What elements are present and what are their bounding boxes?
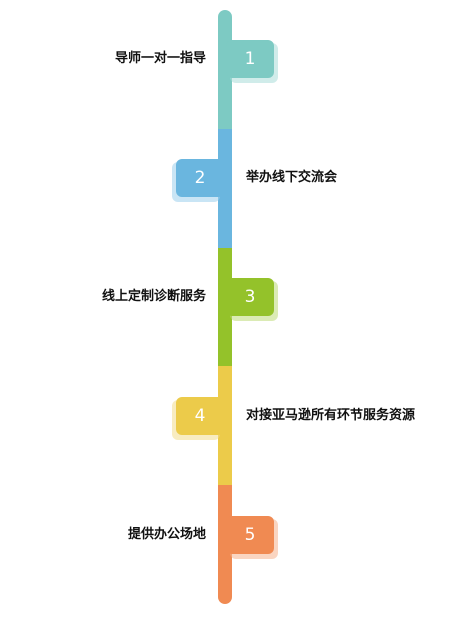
timeline-spine-segment-5 (218, 485, 232, 604)
timeline-spine-segment-4 (218, 366, 232, 487)
step-label-1: 导师一对一指导 (114, 51, 206, 67)
step-number-box-5: 5 (226, 515, 274, 554)
step-label-2: 举办线下交流会 (246, 170, 338, 186)
step-number-box-3: 3 (226, 278, 274, 316)
timeline-spine-segment-3 (218, 247, 232, 368)
step-label-5: 提供办公场地 (127, 526, 206, 542)
timeline-spine-segment-2 (218, 128, 232, 249)
step-number-box-4: 4 (176, 396, 224, 435)
step-number-box-2: 2 (176, 159, 224, 198)
timeline-spine-segment-1 (218, 10, 232, 130)
step-label-4: 对接亚马逊所有环节服务资源 (246, 407, 416, 423)
step-number-box-1: 1 (226, 40, 274, 79)
step-label-3: 线上定制诊断服务 (101, 289, 206, 304)
